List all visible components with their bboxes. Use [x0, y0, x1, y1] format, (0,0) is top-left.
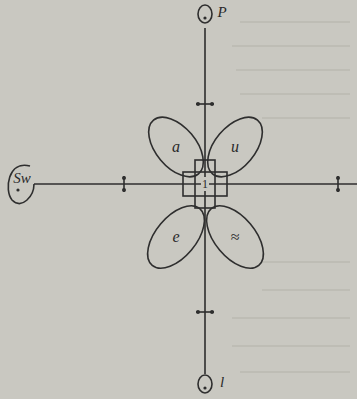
petal-shape: u — [207, 112, 263, 182]
center-number: 1 — [201, 177, 209, 191]
end-sign: P — [216, 4, 227, 21]
petal-letter: ≈ — [231, 229, 240, 245]
end-sign: l — [219, 374, 225, 391]
petal-letter: e — [172, 229, 179, 245]
petal-letter: a — [172, 139, 180, 155]
petal-shape: ≈ — [207, 200, 263, 274]
petal-shape: a — [148, 112, 204, 182]
petal-letter: u — [231, 139, 239, 155]
petal-shape: e — [148, 200, 204, 274]
end-sign: Sw — [12, 170, 32, 187]
